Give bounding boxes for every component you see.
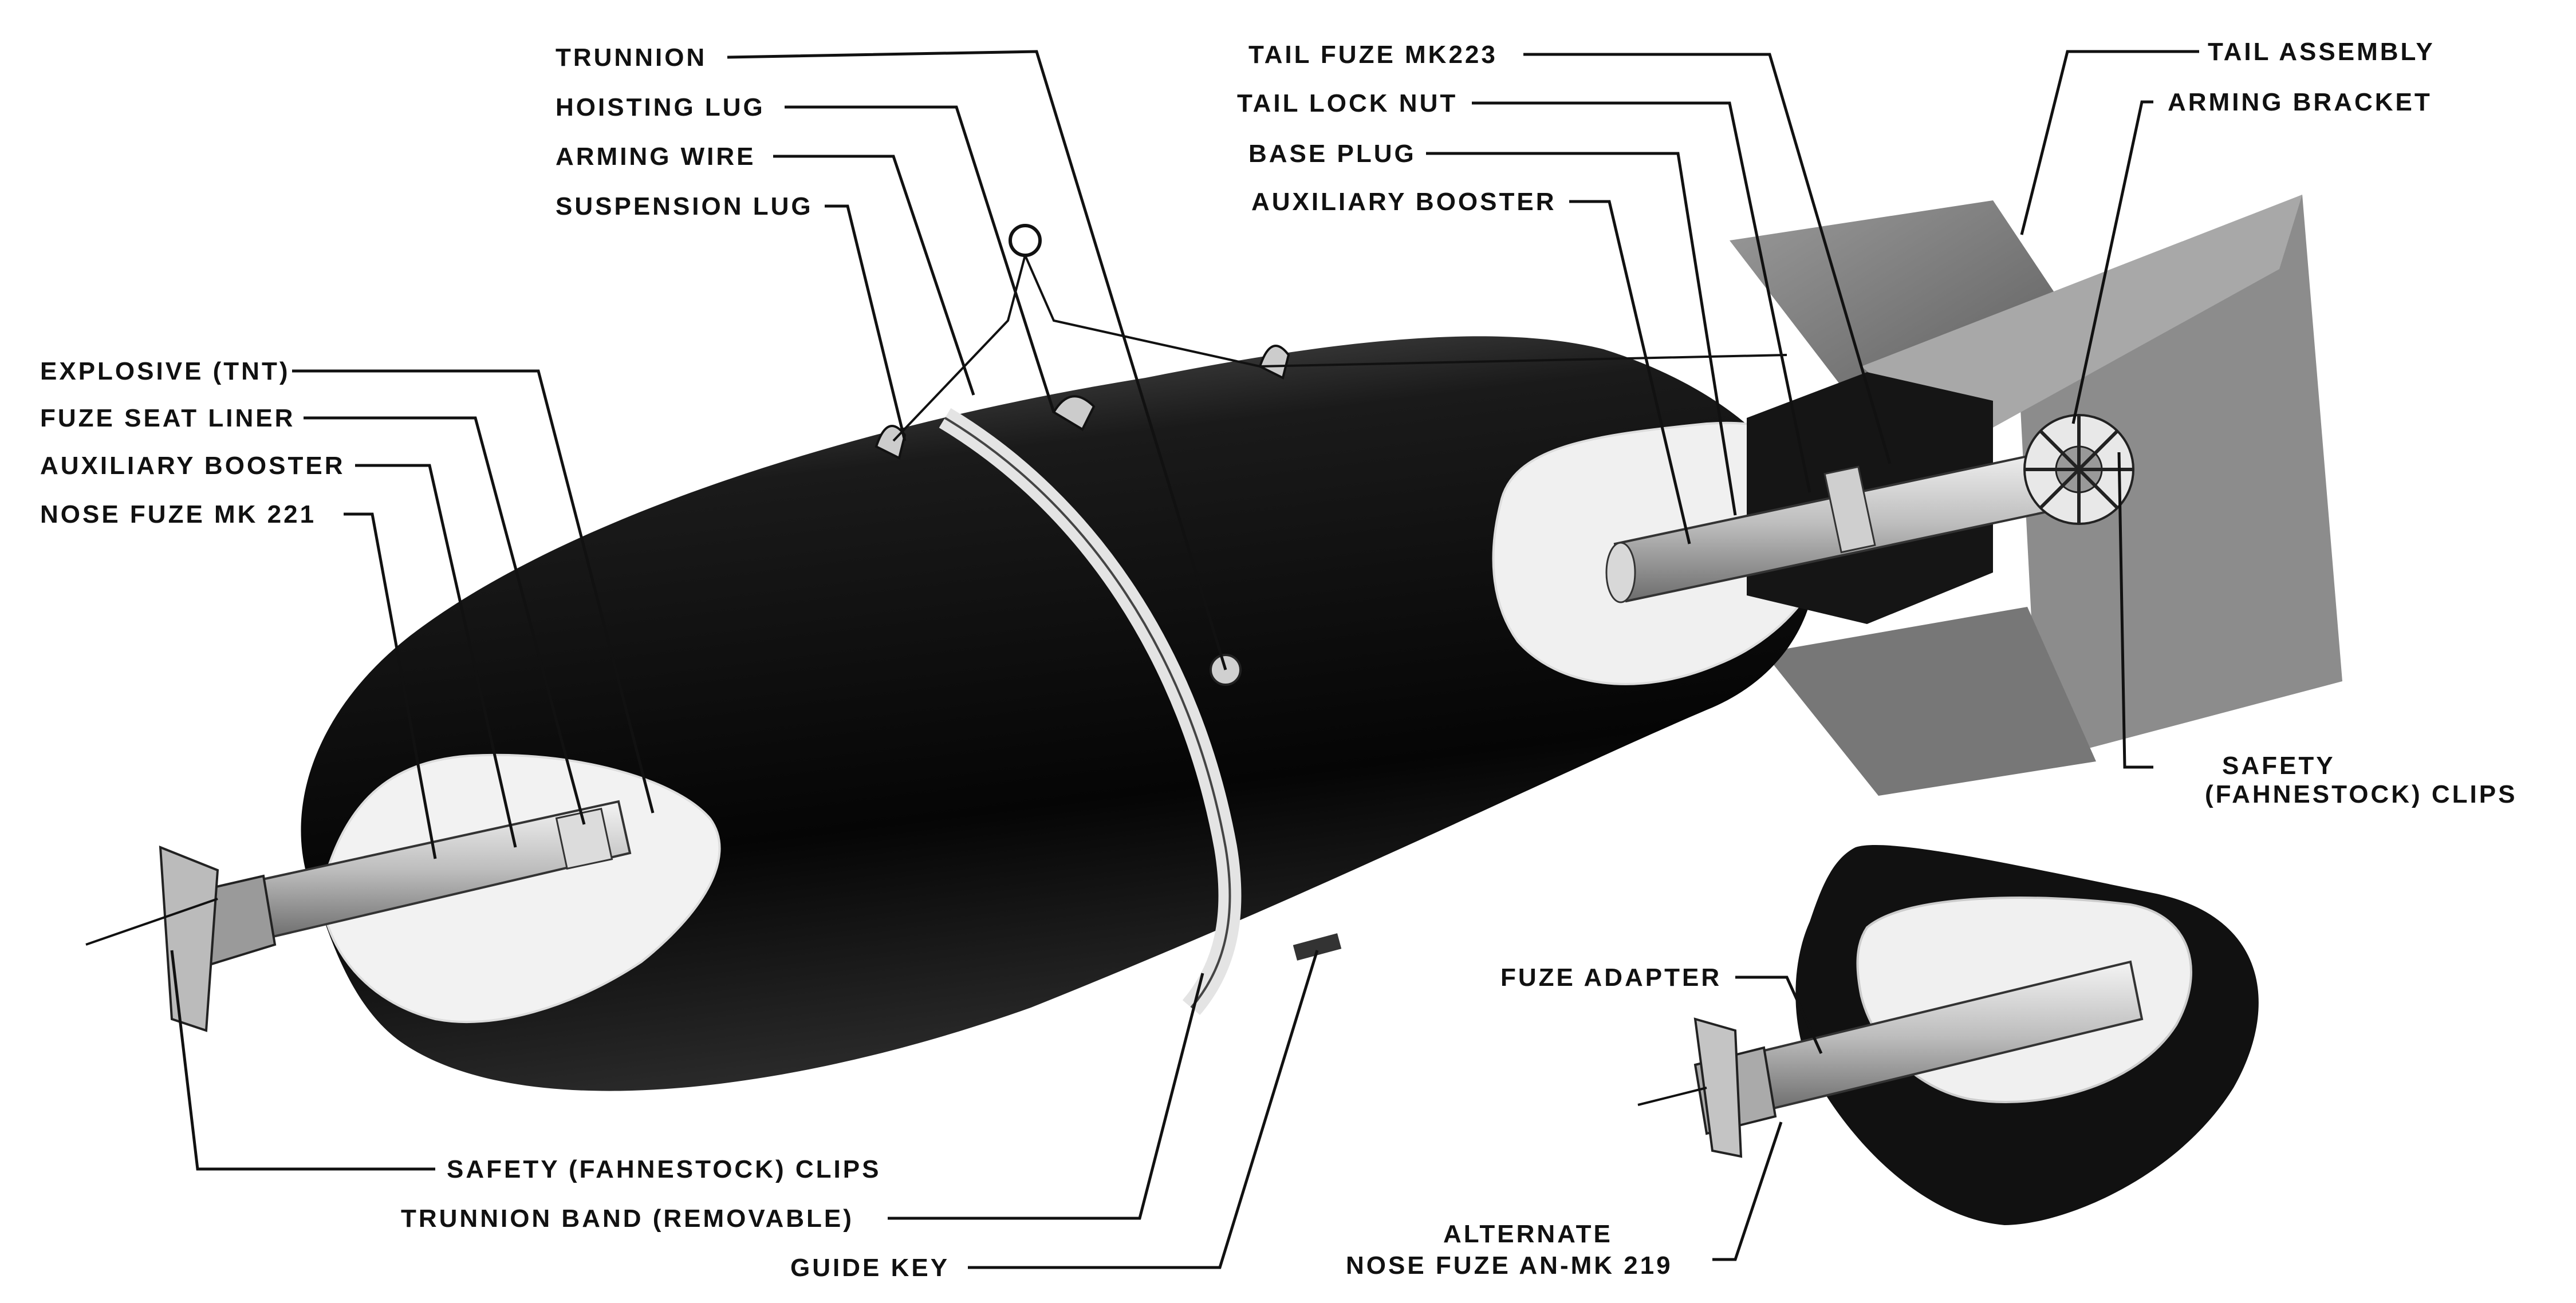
alternate-nose-fuze-inset — [1637, 845, 2259, 1225]
label-tail-assembly: TAIL ASSEMBLY — [2208, 38, 2435, 66]
hoisting-ring — [1009, 224, 1042, 257]
label-trunnion-band: TRUNNION BAND (REMOVABLE) — [401, 1205, 854, 1233]
label-trunnion: TRUNNION — [556, 44, 707, 72]
label-aux-booster-nose: AUXILIARY BOOSTER — [40, 452, 345, 480]
label-nose-fuze: NOSE FUZE MK 221 — [40, 500, 316, 528]
guide-key — [1293, 933, 1342, 961]
label-safety-clips-nose: SAFETY (FAHNESTOCK) CLIPS — [447, 1155, 881, 1183]
labels: TRUNNION HOISTING LUG ARMING WIRE SUSPEN… — [40, 38, 2517, 1282]
label-alt-nose-fuze-2: NOSE FUZE AN-MK 219 — [1346, 1251, 1673, 1280]
label-safety-clips-tail-1: SAFETY — [2222, 752, 2335, 780]
label-arming-bracket: ARMING BRACKET — [2168, 88, 2432, 116]
label-base-plug: BASE PLUG — [1248, 140, 1416, 168]
arming-vane — [2023, 414, 2134, 525]
label-arming-wire: ARMING WIRE — [556, 143, 756, 171]
label-tail-lock-nut: TAIL LOCK NUT — [1237, 89, 1458, 117]
label-suspension-lug: SUSPENSION LUG — [556, 192, 813, 220]
nose-vane — [159, 845, 219, 1032]
tail-fin-lower — [1764, 607, 2096, 796]
label-guide-key: GUIDE KEY — [790, 1254, 950, 1282]
label-safety-clips-tail-2: (FAHNESTOCK) CLIPS — [2205, 780, 2517, 808]
suspension-lug-2 — [1258, 345, 1290, 380]
label-aux-booster-tail: AUXILIARY BOOSTER — [1251, 188, 1557, 216]
label-explosive: EXPLOSIVE (TNT) — [40, 357, 290, 385]
arming-wire — [892, 255, 1787, 442]
label-alt-nose-fuze-1: ALTERNATE — [1443, 1220, 1613, 1248]
hoisting-lug — [1052, 395, 1096, 431]
tail-fuze-assembly — [1605, 414, 2134, 603]
tail-fin-top-right — [1861, 195, 2302, 447]
inset-vane — [1693, 1017, 1743, 1158]
tail-fin-upper — [1730, 200, 2073, 412]
label-fuze-seat-liner: FUZE SEAT LINER — [40, 404, 295, 432]
main-bomb — [85, 195, 2342, 1091]
label-fuze-adapter: FUZE ADAPTER — [1500, 964, 1722, 992]
leader-lines — [170, 50, 2199, 1269]
label-hoisting-lug: HOISTING LUG — [556, 93, 765, 121]
label-tail-fuze: TAIL FUZE MK223 — [1248, 41, 1498, 69]
